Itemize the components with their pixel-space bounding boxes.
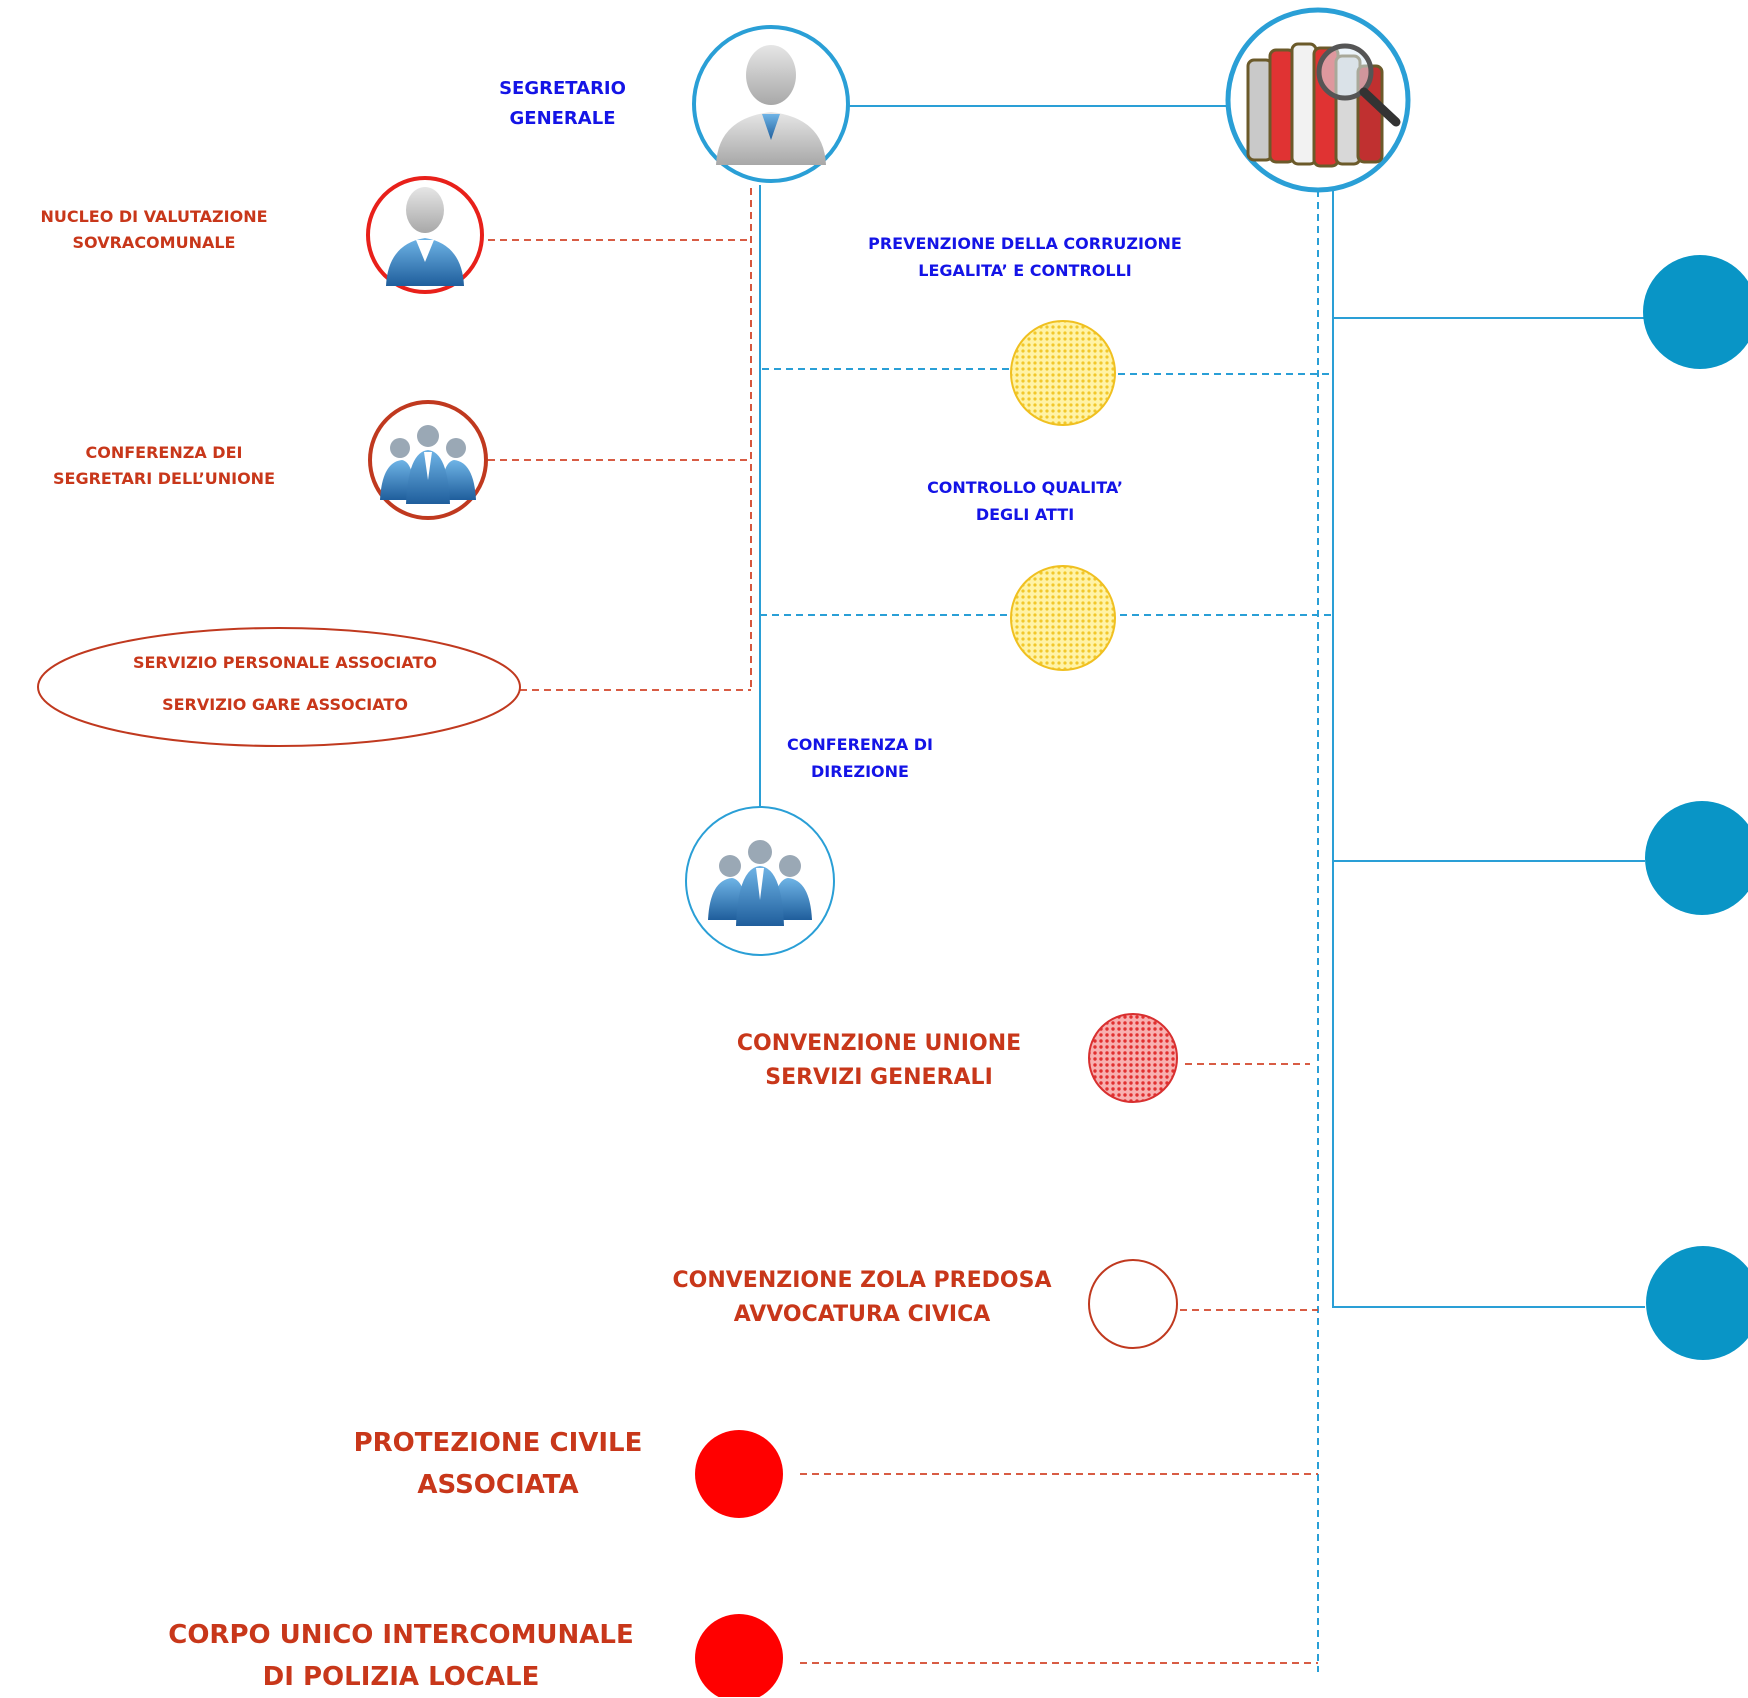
convenzione-unione-label: CONVENZIONE UNIONE SERVIZI GENERALI — [693, 1027, 1065, 1095]
polizia-locale-label-line2: DI POLIZIA LOCALE — [262, 1662, 540, 1692]
dashed-red-connectors — [488, 188, 1318, 1664]
nucleo-label-line1: NUCLEO DI VALUTAZIONE — [40, 207, 268, 226]
convenzione-unione-label-line2: SERVIZI GENERALI — [765, 1065, 993, 1090]
conferenza-direzione-label-line2: DIREZIONE — [811, 762, 909, 781]
team-icon — [380, 425, 476, 504]
prevenzione-label: PREVENZIONE DELLA CORRUZIONE LEGALITA’ E… — [805, 230, 1245, 284]
servizi-associati-ellipse — [37, 627, 521, 747]
dashed-blue-connectors — [760, 190, 1335, 1672]
controllo-label-line1: CONTROLLO QUALITA’ — [927, 478, 1123, 497]
area-node-2 — [1645, 801, 1748, 915]
convenzione-unione-label-line1: CONVENZIONE UNIONE — [736, 1031, 1022, 1056]
controllo-label: CONTROLLO QUALITA’ DEGLI ATTI — [870, 474, 1180, 528]
area-node-1 — [1643, 255, 1748, 369]
convenzione-zola-node — [1088, 1259, 1178, 1349]
conferenza-segretari-label-line2: SEGRETARI DELL’UNIONE — [53, 469, 275, 488]
conferenza-direzione-node — [685, 806, 835, 956]
area-node-3 — [1646, 1246, 1748, 1360]
protezione-civile-label-line1: PROTEZIONE CIVILE — [353, 1428, 643, 1458]
servizi-associati-label: SERVIZIO PERSONALE ASSOCIATO SERVIZIO GA… — [60, 642, 510, 726]
nucleo-label-line2: SOVRACOMUNALE — [72, 233, 236, 252]
convenzione-zola-label-line2: AVVOCATURA CIVICA — [733, 1302, 991, 1327]
controllo-node — [1010, 565, 1116, 671]
segretario-label-line2: GENERALE — [509, 108, 616, 129]
solid-connectors — [759, 105, 1645, 1308]
nucleo-label: NUCLEO DI VALUTAZIONE SOVRACOMUNALE — [0, 204, 308, 256]
protezione-civile-label: PROTEZIONE CIVILE ASSOCIATA — [300, 1422, 696, 1506]
convenzione-zola-label: CONVENZIONE ZOLA PREDOSA AVVOCATURA CIVI… — [640, 1264, 1084, 1332]
person-male-icon — [386, 187, 464, 286]
servizio-personale-label: SERVIZIO PERSONALE ASSOCIATO — [132, 653, 438, 672]
team-icon — [708, 840, 812, 926]
servizio-gare-label: SERVIZIO GARE ASSOCIATO — [162, 695, 408, 714]
protezione-civile-label-line2: ASSOCIATA — [417, 1470, 579, 1500]
prevenzione-node — [1010, 320, 1116, 426]
folders-magnifier-icon — [1246, 42, 1401, 168]
conferenza-direzione-label: CONFERENZA DI DIREZIONE — [745, 731, 975, 785]
prevenzione-label-line1: PREVENZIONE DELLA CORRUZIONE — [868, 234, 1182, 253]
archivio-node — [1225, 7, 1411, 193]
conferenza-segretari-label-line1: CONFERENZA DEI — [85, 443, 243, 462]
conferenza-direzione-label-line1: CONFERENZA DI — [786, 735, 934, 754]
controllo-label-line2: DEGLI ATTI — [975, 505, 1075, 524]
polizia-locale-label-line1: CORPO UNICO INTERCOMUNALE — [168, 1620, 634, 1650]
conferenza-segretari-label: CONFERENZA DEI SEGRETARI DELL’UNIONE — [0, 440, 328, 492]
convenzione-zola-label-line1: CONVENZIONE ZOLA PREDOSA — [672, 1268, 1052, 1293]
segretario-label-line1: SEGRETARIO — [499, 78, 626, 99]
segretario-node — [692, 25, 850, 183]
convenzione-unione-node — [1088, 1013, 1178, 1103]
nucleo-node — [366, 176, 484, 294]
polizia-locale-node — [695, 1614, 783, 1697]
polizia-locale-label: CORPO UNICO INTERCOMUNALE DI POLIZIA LOC… — [110, 1614, 692, 1698]
segretario-label: SEGRETARIO GENERALE — [465, 74, 660, 134]
person-female-icon — [716, 45, 826, 165]
prevenzione-label-line2: LEGALITA’ E CONTROLLI — [918, 261, 1132, 280]
protezione-civile-node — [695, 1430, 783, 1518]
conferenza-segretari-node — [368, 400, 488, 520]
